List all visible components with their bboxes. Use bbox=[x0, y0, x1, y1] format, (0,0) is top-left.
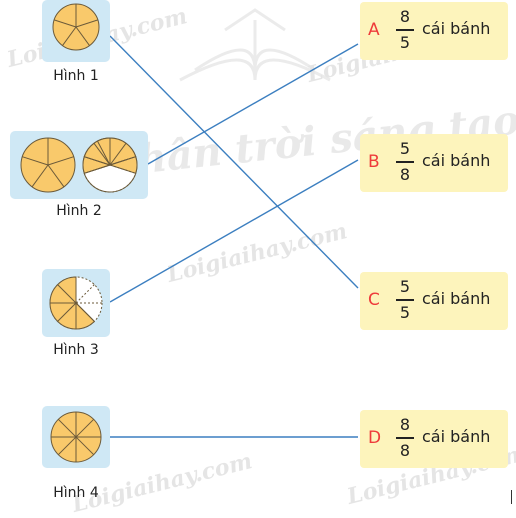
fraction: 5 5 bbox=[396, 276, 414, 324]
numerator: 5 bbox=[399, 277, 411, 296]
denominator: 8 bbox=[399, 440, 411, 460]
answer-letter: C bbox=[368, 290, 380, 310]
figure-3-label: Hình 3 bbox=[53, 342, 99, 358]
cake-circles-icon bbox=[20, 137, 138, 193]
cake-circle-icon bbox=[52, 3, 100, 51]
open-book-logo-watermark bbox=[179, 8, 331, 82]
denominator: 8 bbox=[399, 164, 411, 184]
answer-box-c[interactable]: C 5 5 cái bánh bbox=[360, 272, 508, 330]
fraction-bar bbox=[396, 437, 414, 439]
connector-hinh3-b bbox=[109, 159, 359, 303]
answer-box-b[interactable]: B 5 8 cái bánh bbox=[360, 134, 508, 192]
answer-letter: A bbox=[368, 20, 380, 40]
numerator: 8 bbox=[399, 415, 411, 434]
answer-text: cái bánh bbox=[422, 151, 491, 170]
answer-box-d[interactable]: D 8 8 cái bánh bbox=[360, 410, 508, 468]
connector-hinh1-c bbox=[109, 35, 359, 289]
figure-4-label: Hình 4 bbox=[53, 485, 99, 501]
answer-text: cái bánh bbox=[422, 289, 491, 308]
fraction-bar bbox=[396, 161, 414, 163]
figure-2-label: Hình 2 bbox=[56, 203, 102, 219]
cake-circle-icon bbox=[49, 276, 103, 330]
denominator: 5 bbox=[399, 302, 411, 322]
fraction: 5 8 bbox=[396, 138, 414, 186]
answer-box-a[interactable]: A 8 5 cái bánh bbox=[360, 2, 508, 60]
cake-circle-icon bbox=[50, 411, 102, 463]
text-cursor bbox=[511, 490, 512, 504]
fraction-bar bbox=[396, 29, 414, 31]
numerator: 8 bbox=[399, 7, 411, 26]
numerator: 5 bbox=[399, 139, 411, 158]
figure-1-label: Hình 1 bbox=[53, 68, 99, 84]
fraction: 8 5 bbox=[396, 6, 414, 54]
figure-3-box[interactable] bbox=[42, 269, 110, 337]
denominator: 5 bbox=[399, 32, 411, 52]
connector-hinh2-a bbox=[147, 43, 359, 165]
answer-text: cái bánh bbox=[422, 427, 491, 446]
fraction: 8 8 bbox=[396, 414, 414, 462]
answer-text: cái bánh bbox=[422, 19, 491, 38]
fraction-bar bbox=[396, 299, 414, 301]
answer-letter: D bbox=[368, 428, 382, 448]
figure-1-box[interactable] bbox=[42, 0, 110, 62]
figure-2-box[interactable] bbox=[10, 131, 148, 199]
figure-4-box[interactable] bbox=[42, 406, 110, 468]
answer-letter: B bbox=[368, 152, 380, 172]
